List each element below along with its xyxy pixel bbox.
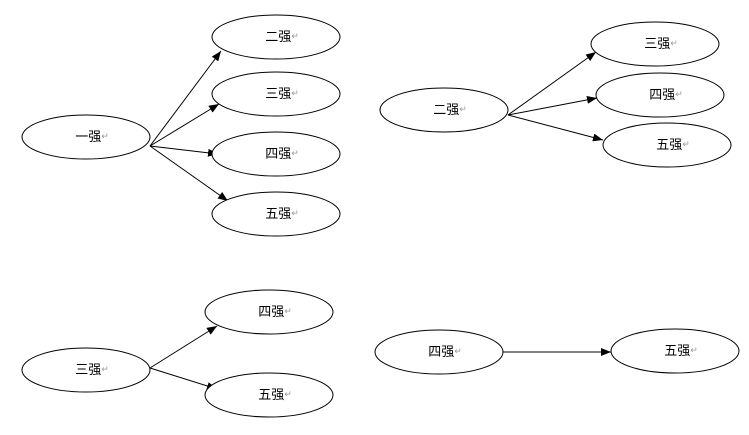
node-target: 四强↵ [204, 289, 334, 335]
arrow-2-4 [507, 95, 598, 116]
node-target: 四强↵ [595, 72, 725, 118]
arrow-1-3 [149, 103, 220, 147]
arrow-2-5 [507, 114, 604, 142]
svg-text:五强↵: 五强↵ [258, 388, 292, 403]
svg-text:三强↵: 三强↵ [265, 87, 299, 102]
svg-text:四强↵: 四强↵ [258, 305, 292, 320]
svg-text:五强↵: 五强↵ [656, 138, 690, 153]
node-target: 二强↵ [211, 14, 341, 60]
node-source: 一强↵ [21, 114, 151, 160]
diagram-4: 四强↵ 五强↵ [374, 328, 740, 375]
diagram-2: 二强↵ 三强↵ 四强↵ 五强↵ [379, 21, 732, 168]
node-target: 三强↵ [590, 21, 720, 67]
svg-text:一强↵: 一强↵ [75, 130, 109, 145]
svg-text:三强↵: 三强↵ [644, 37, 678, 52]
diagram-1: 一强↵ 二强↵ 三强↵ 四强↵ 五强↵ [21, 14, 341, 237]
node-target: 五强↵ [204, 372, 334, 418]
node-target: 五强↵ [211, 191, 341, 237]
svg-text:四强↵: 四强↵ [265, 147, 299, 162]
diagram-3: 三强↵ 四强↵ 五强↵ [21, 289, 334, 418]
svg-text:三强↵: 三强↵ [75, 363, 109, 378]
node-target: 三强↵ [211, 71, 341, 117]
node-target: 五强↵ [602, 122, 732, 168]
node-target: 五强↵ [610, 328, 740, 374]
svg-text:二强↵: 二强↵ [433, 103, 467, 118]
arrow-3-4 [149, 325, 218, 369]
arrow-1-4 [149, 145, 219, 157]
arrow-1-5 [149, 145, 229, 202]
svg-text:五强↵: 五强↵ [265, 207, 299, 222]
svg-text:五强↵: 五强↵ [664, 344, 698, 359]
arrow-2-3 [507, 51, 597, 116]
svg-text:二强↵: 二强↵ [265, 30, 299, 45]
svg-text:四强↵: 四强↵ [649, 88, 683, 103]
node-target: 四强↵ [211, 131, 341, 177]
arrow-3-5 [149, 367, 218, 390]
node-source: 三强↵ [21, 347, 151, 393]
node-source: 二强↵ [379, 87, 509, 133]
svg-text:四强↵: 四强↵ [428, 345, 462, 360]
node-source: 四强↵ [374, 329, 504, 375]
arrow-1-2 [149, 50, 222, 147]
